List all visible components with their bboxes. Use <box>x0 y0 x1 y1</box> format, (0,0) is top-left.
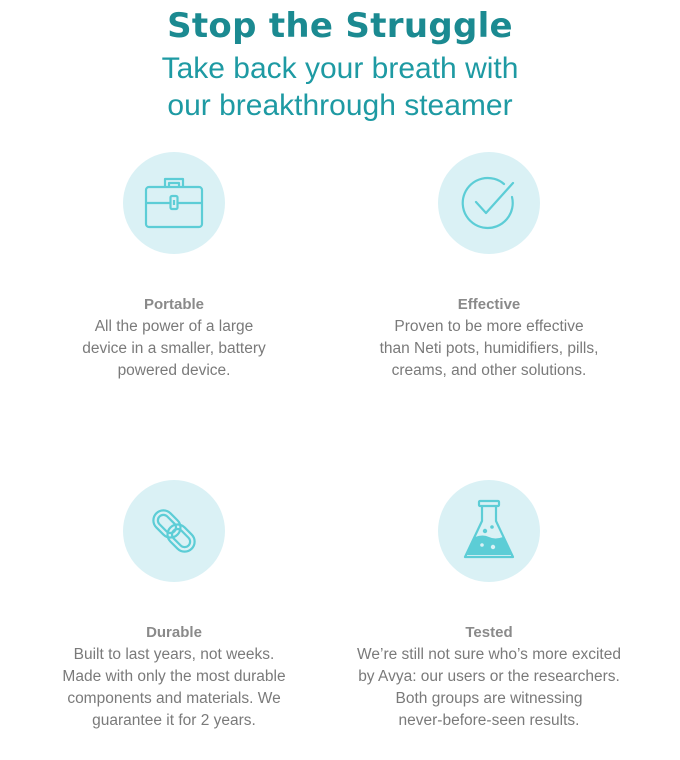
description-line: guarantee it for 2 years. <box>92 712 256 729</box>
feature-description: All the power of a large device in a sma… <box>24 316 324 382</box>
feature-title: Portable <box>143 296 204 313</box>
feature-title: Tested <box>465 624 513 641</box>
description-line: All the power of a large <box>94 318 254 335</box>
subheadline-line: Take back your breath with <box>161 52 519 85</box>
description-line: We’re still not sure who’s more excited <box>357 646 621 663</box>
feature-title: Effective <box>457 296 521 313</box>
chain-link-icon <box>123 480 225 582</box>
description-line: never-before-seen results. <box>398 712 580 729</box>
feature-portable: Portable All the power of a large device… <box>24 152 324 382</box>
headline: Stop the Struggle <box>167 6 513 46</box>
description-line: by Avya: our users or the researchers. <box>358 668 620 685</box>
description-line: powered device. <box>117 362 231 379</box>
feature-effective: Effective Proven to be more effective th… <box>339 152 639 382</box>
description-line: than Neti pots, humidifiers, pills, <box>379 340 599 357</box>
feature-title: Durable <box>146 624 202 641</box>
description-line: device in a smaller, battery <box>82 340 266 357</box>
briefcase-icon <box>123 152 225 254</box>
feature-description: Built to last years, not weeks. Made wit… <box>24 644 324 732</box>
flask-icon <box>438 480 540 582</box>
subheadline-line: our breakthrough steamer <box>167 89 513 122</box>
feature-tested: Tested We’re still not sure who’s more e… <box>339 480 639 732</box>
description-line: Made with only the most durable <box>62 668 286 685</box>
subheadline: Take back your breath with our breakthro… <box>0 50 680 124</box>
description-line: Built to last years, not weeks. <box>73 646 275 663</box>
feature-description: Proven to be more effective than Neti po… <box>339 316 639 382</box>
description-line: Proven to be more effective <box>394 318 584 335</box>
description-line: components and materials. We <box>67 690 281 707</box>
checkmark-circle-icon <box>438 152 540 254</box>
feature-description: We’re still not sure who’s more excited … <box>339 644 639 732</box>
description-line: creams, and other solutions. <box>391 362 587 379</box>
feature-durable: Durable Built to last years, not weeks. … <box>24 480 324 732</box>
description-line: Both groups are witnessing <box>395 690 583 707</box>
